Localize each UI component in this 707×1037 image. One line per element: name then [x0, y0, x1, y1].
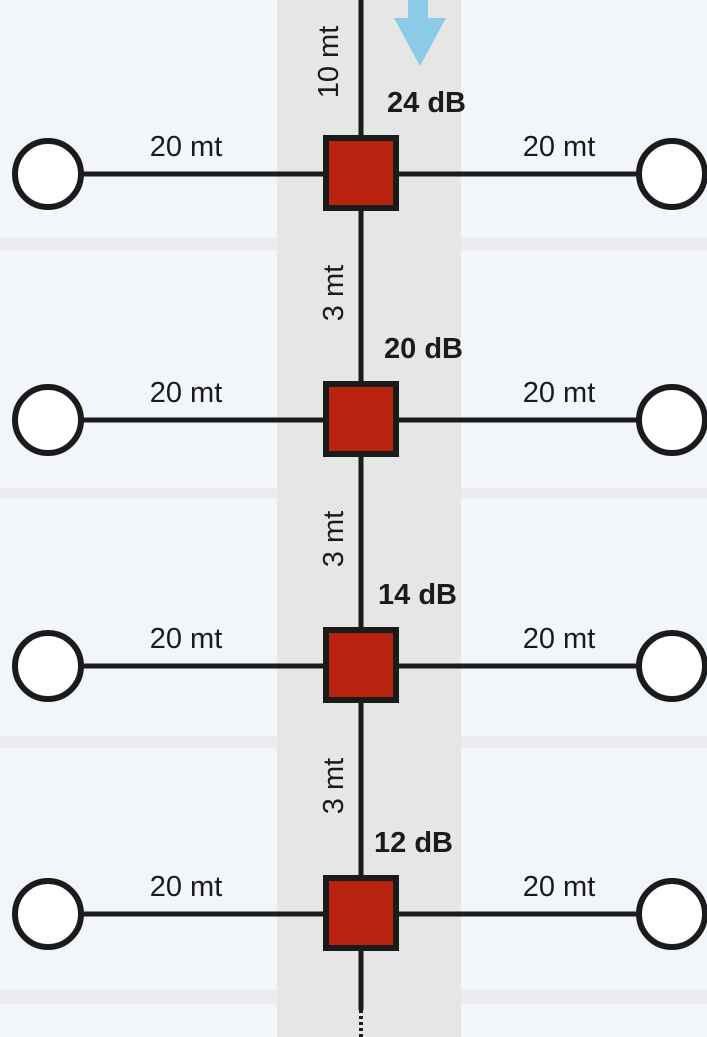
trunk-segment-length-label: 3 mt — [318, 265, 350, 321]
signal-input-arrow-icon — [394, 18, 446, 66]
signal-input-arrow-shaft — [408, 0, 428, 20]
outlet-right — [636, 384, 707, 456]
attenuation-label: 24 dB — [387, 87, 466, 119]
right-cable-length-label: 20 mt — [523, 623, 596, 655]
outlet-left — [12, 630, 84, 702]
left-cable-length-label: 20 mt — [150, 131, 223, 163]
attenuation-label: 12 dB — [374, 827, 453, 859]
floor-panel-left — [0, 748, 277, 990]
outlet-left — [12, 138, 84, 210]
left-cable-length-label: 20 mt — [150, 377, 223, 409]
left-cable-length-label: 20 mt — [150, 871, 223, 903]
right-cable-length-label: 20 mt — [523, 377, 596, 409]
attenuation-label: 14 dB — [378, 579, 457, 611]
feed-length-label: 10 mt — [313, 26, 345, 99]
right-cable-length-label: 20 mt — [523, 871, 596, 903]
attenuation-label: 20 dB — [384, 333, 463, 365]
outlet-left — [12, 384, 84, 456]
trunk-segment-length-label: 3 mt — [318, 758, 350, 814]
outlet-left — [12, 878, 84, 950]
tap-splitter — [323, 627, 399, 703]
trunk-segment-length-label: 3 mt — [318, 511, 350, 567]
tap-splitter — [323, 875, 399, 951]
outlet-right — [636, 630, 707, 702]
right-cable-length-label: 20 mt — [523, 131, 596, 163]
outlet-right — [636, 878, 707, 950]
floor-panel-left — [0, 1004, 277, 1037]
outlet-right — [636, 138, 707, 210]
tap-splitter — [323, 135, 399, 211]
floor-panel-right — [461, 748, 707, 990]
tap-splitter — [323, 381, 399, 457]
left-cable-length-label: 20 mt — [150, 623, 223, 655]
floor-panel-right — [461, 1004, 707, 1037]
